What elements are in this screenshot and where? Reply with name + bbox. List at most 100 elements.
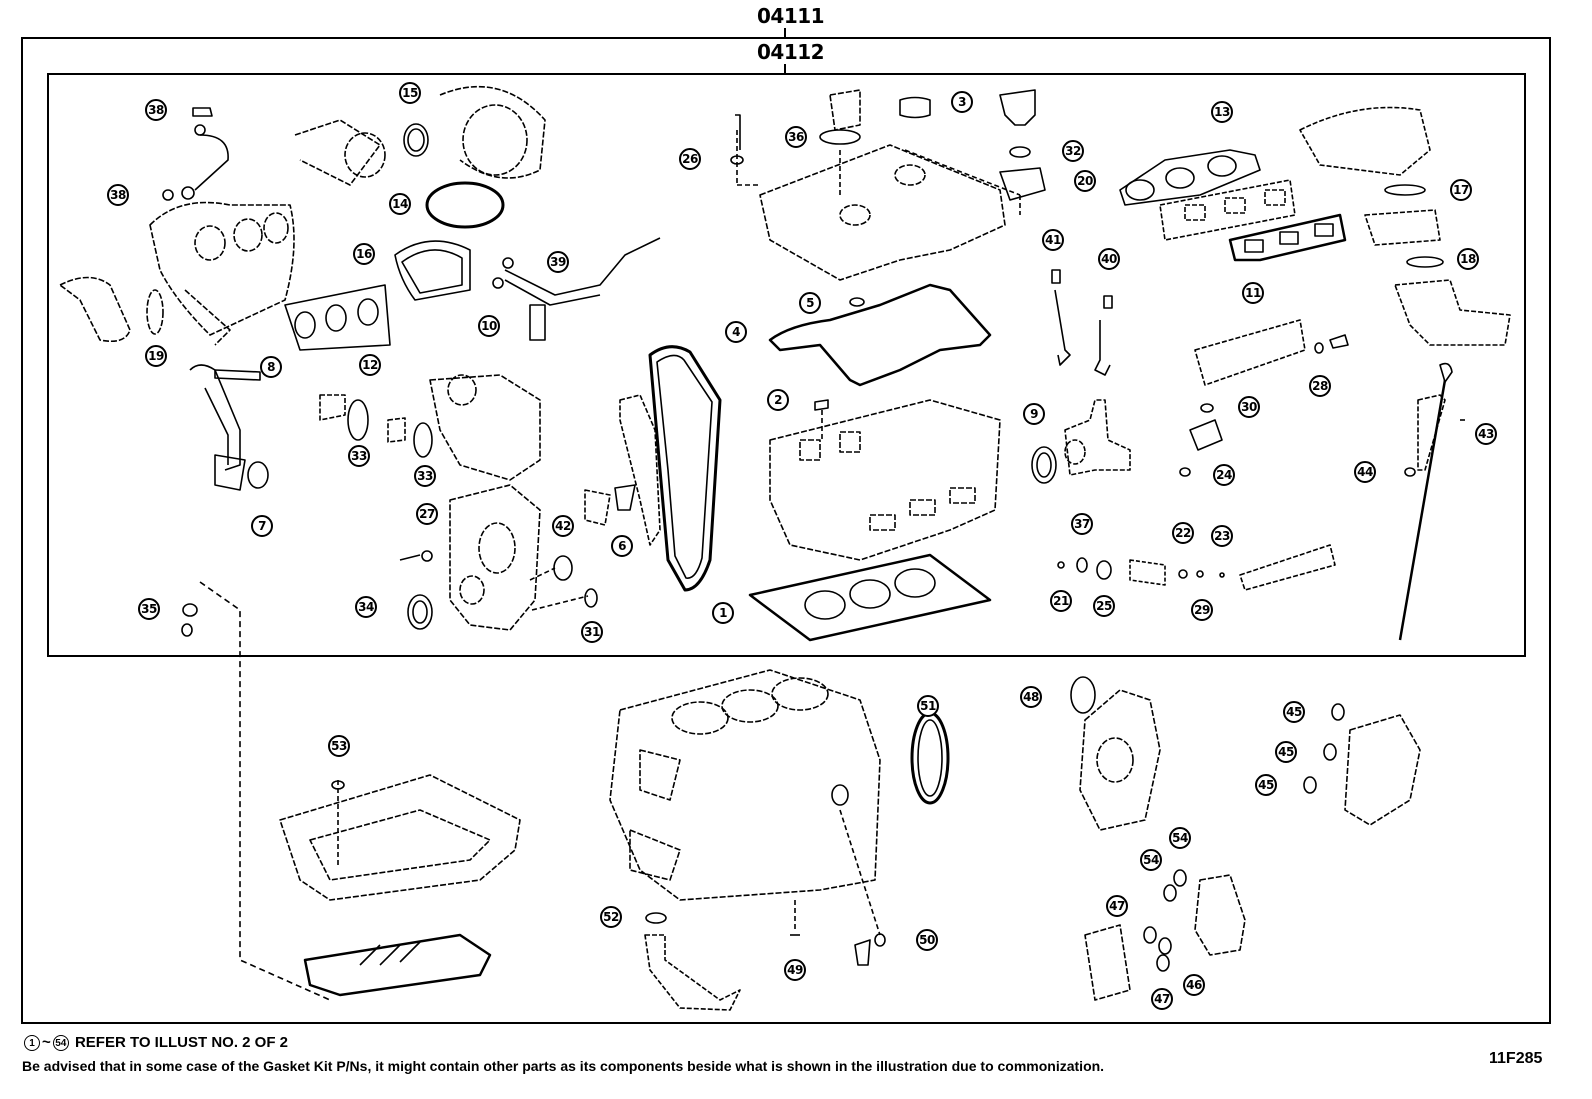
intake-gasket-drawing <box>1159 179 1296 241</box>
part-callout: 21 <box>1050 590 1072 612</box>
part-callout: 39 <box>547 251 569 273</box>
part-callout: 3 <box>951 91 973 113</box>
range-end-marker: 54 <box>52 1035 69 1052</box>
part-callout: 40 <box>1098 248 1120 270</box>
part-callout: 29 <box>1191 599 1213 621</box>
seal-15 <box>403 123 429 157</box>
oil-filter-bracket-drawing <box>1084 874 1246 1001</box>
part-callout: 26 <box>679 148 701 170</box>
gasket-16 <box>394 240 471 301</box>
intake-elbow-drawing <box>59 276 164 343</box>
cylinder-block-drawing <box>609 669 881 901</box>
oil-pan-drawing <box>279 774 521 901</box>
part-callout: 19 <box>145 345 167 367</box>
water-outlet-drawing <box>1064 399 1131 476</box>
oring-18 <box>1406 256 1444 268</box>
inner-kit-frame <box>47 73 1526 657</box>
part-callout: 34 <box>355 596 377 618</box>
illustration-reference-note: 1~54 REFER TO ILLUST NO. 2 OF 2 <box>22 1034 289 1052</box>
part-callout: 13 <box>1211 101 1233 123</box>
gasket-36 <box>819 129 861 145</box>
oil-pipe-10 <box>504 237 661 296</box>
part-callout: 41 <box>1042 229 1064 251</box>
oil-pan-gasket <box>303 933 492 997</box>
range-text: REFER TO ILLUST NO. 2 OF 2 <box>74 1034 289 1051</box>
fuel-rail <box>1194 319 1306 386</box>
seal-48 <box>1070 676 1096 714</box>
part-callout: 6 <box>611 535 633 557</box>
part-callout: 20 <box>1074 170 1096 192</box>
part-callout: 27 <box>416 503 438 525</box>
part-callout: 28 <box>1309 375 1331 397</box>
figure-id: 11F285 <box>1489 1050 1543 1067</box>
part-callout: 24 <box>1213 464 1235 486</box>
part-callout: 49 <box>784 959 806 981</box>
part-callout: 7 <box>251 515 273 537</box>
exhaust-pipe-drawing <box>294 85 546 186</box>
part-callout: 44 <box>1354 461 1376 483</box>
valve-a <box>1054 289 1071 366</box>
seal-9 <box>1031 446 1057 484</box>
manifold-gasket-13 <box>1119 149 1261 206</box>
gasket-11 <box>1228 213 1347 262</box>
cylinder-head-cover-drawing <box>759 89 1006 281</box>
range-start-marker: 1 <box>24 1035 40 1052</box>
timing-cover-drawing <box>429 374 541 631</box>
cover-drawing <box>1344 714 1421 826</box>
part-callout: 18 <box>1457 248 1479 270</box>
part-callout: 16 <box>353 243 375 265</box>
dipstick <box>1398 379 1447 641</box>
part-callout: 50 <box>916 929 938 951</box>
part-callout: 47 <box>1151 988 1173 1010</box>
manifold-gasket-12 <box>284 284 391 351</box>
part-callout: 22 <box>1172 522 1194 544</box>
part-callout: 43 <box>1475 423 1497 445</box>
part-callout: 54 <box>1140 849 1162 871</box>
part-callout: 30 <box>1238 396 1260 418</box>
commonization-notice: Be advised that in some case of the Gask… <box>22 1058 1105 1074</box>
part-callout: 38 <box>145 99 167 121</box>
part-callout: 1 <box>712 602 734 624</box>
head-gasket-1 <box>748 553 992 642</box>
plug-3 <box>899 96 931 119</box>
part-callout: 12 <box>359 354 381 376</box>
exhaust-manifold-drawing <box>149 201 295 346</box>
part-callout: 10 <box>478 315 500 337</box>
water-pump-drawing <box>1079 689 1161 831</box>
oring-33b <box>413 422 433 458</box>
part-callout: 5 <box>799 292 821 314</box>
part-callout: 33 <box>414 465 436 487</box>
timing-chain <box>648 345 722 592</box>
oil-tube-drawing <box>189 364 241 471</box>
part-callout: 2 <box>767 389 789 411</box>
part-callout: 23 <box>1211 525 1233 547</box>
part-callout: 54 <box>1169 827 1191 849</box>
part-callout: 53 <box>328 735 350 757</box>
oring-33a <box>347 399 369 441</box>
part-callout: 4 <box>725 321 747 343</box>
part-callout: 14 <box>389 193 411 215</box>
outer-kit-frame <box>21 37 1551 1024</box>
part-callout: 36 <box>785 126 807 148</box>
drain-plug-leader <box>199 581 331 1001</box>
gasket-20 <box>999 167 1046 201</box>
injector <box>1189 419 1223 451</box>
part-callout: 32 <box>1062 140 1084 162</box>
part-callout: 45 <box>1283 701 1305 723</box>
kit-number-inner: 04112 <box>757 40 825 64</box>
part-callout: 45 <box>1255 774 1277 796</box>
cylinder-head-drawing <box>769 399 1001 561</box>
seal-34 <box>407 594 433 630</box>
part-callout: 46 <box>1183 974 1205 996</box>
part-callout: 45 <box>1275 741 1297 763</box>
chain-guide <box>619 394 661 546</box>
oil-pan-baffle <box>644 934 741 1011</box>
kit-number-outer: 04111 <box>757 4 825 28</box>
part-callout: 33 <box>348 445 370 467</box>
part-callout: 35 <box>138 598 160 620</box>
part-callout: 11 <box>1242 282 1264 304</box>
part-callout: 37 <box>1071 513 1093 535</box>
part-callout: 48 <box>1020 686 1042 708</box>
head-cover-gasket-4 <box>768 283 992 387</box>
